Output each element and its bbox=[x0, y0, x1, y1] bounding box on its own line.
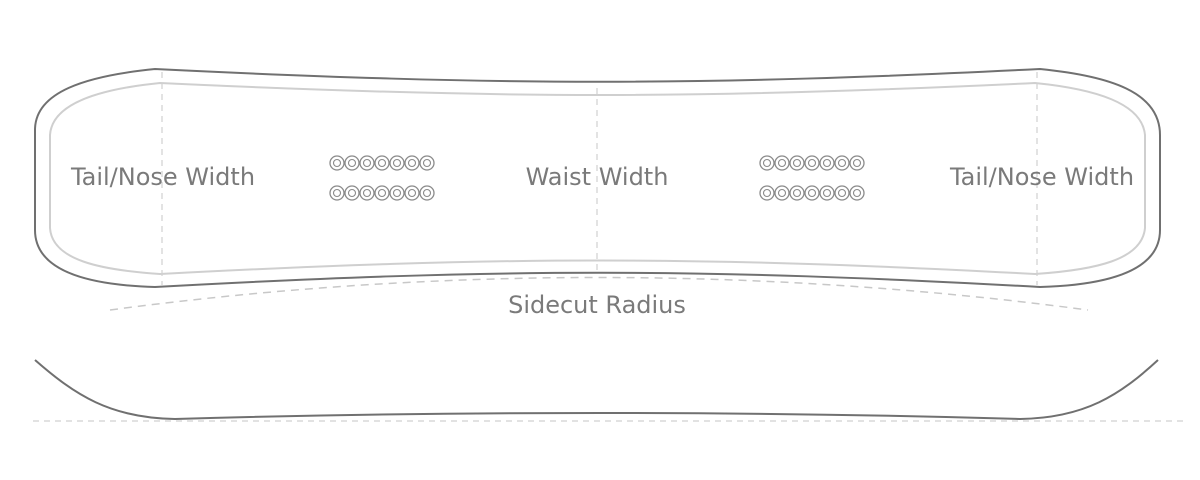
insert-hole-inner-left-r2-c6 bbox=[407, 188, 417, 198]
insert-hole-inner-right-r1-c7 bbox=[852, 158, 862, 168]
insert-hole-inner-right-r2-c7 bbox=[852, 188, 862, 198]
insert-hole-inner-left-r2-c7 bbox=[422, 188, 432, 198]
insert-hole-inner-right-r1-c3 bbox=[792, 158, 802, 168]
sidecut-radius-label: Sidecut Radius bbox=[508, 291, 686, 319]
insert-hole-right-r1-c4 bbox=[804, 155, 820, 171]
insert-hole-left-r2-c6 bbox=[404, 185, 420, 201]
insert-hole-right-r1-c3 bbox=[789, 155, 805, 171]
insert-hole-right-r1-c7 bbox=[849, 155, 865, 171]
insert-hole-inner-right-r2-c1 bbox=[762, 188, 772, 198]
insert-hole-inner-left-r1-c3 bbox=[362, 158, 372, 168]
insert-hole-inner-left-r2-c3 bbox=[362, 188, 372, 198]
insert-hole-inner-right-r2-c2 bbox=[777, 188, 787, 198]
insert-hole-left-r1-c2 bbox=[344, 155, 360, 171]
insert-hole-inner-right-r1-c6 bbox=[837, 158, 847, 168]
insert-hole-right-r2-c6 bbox=[834, 185, 850, 201]
insert-hole-right-r2-c2 bbox=[774, 185, 790, 201]
insert-hole-right-r1-c5 bbox=[819, 155, 835, 171]
insert-hole-inner-right-r1-c1 bbox=[762, 158, 772, 168]
insert-hole-left-r2-c1 bbox=[329, 185, 345, 201]
insert-hole-left-r2-c2 bbox=[344, 185, 360, 201]
waist-width-label: Waist Width bbox=[526, 163, 669, 191]
insert-hole-inner-right-r2-c4 bbox=[807, 188, 817, 198]
insert-hole-left-r2-c7 bbox=[419, 185, 435, 201]
insert-hole-inner-left-r1-c2 bbox=[347, 158, 357, 168]
insert-hole-inner-right-r2-c6 bbox=[837, 188, 847, 198]
insert-hole-right-r2-c3 bbox=[789, 185, 805, 201]
insert-hole-right-r2-c5 bbox=[819, 185, 835, 201]
insert-hole-inner-right-r1-c5 bbox=[822, 158, 832, 168]
insert-hole-right-r1-c1 bbox=[759, 155, 775, 171]
insert-hole-inner-left-r2-c5 bbox=[392, 188, 402, 198]
tail-nose-width-label-right: Tail/Nose Width bbox=[949, 163, 1134, 191]
board-top-inner-outline bbox=[49, 81, 1146, 276]
board-profile-outline bbox=[34, 359, 1159, 421]
insert-hole-left-r1-c3 bbox=[359, 155, 375, 171]
insert-hole-inner-left-r1-c1 bbox=[332, 158, 342, 168]
insert-hole-left-r2-c3 bbox=[359, 185, 375, 201]
insert-hole-right-r2-c7 bbox=[849, 185, 865, 201]
insert-hole-inner-left-r1-c6 bbox=[407, 158, 417, 168]
insert-hole-left-r1-c7 bbox=[419, 155, 435, 171]
insert-hole-inner-left-r1-c5 bbox=[392, 158, 402, 168]
insert-hole-inner-left-r2-c2 bbox=[347, 188, 357, 198]
insert-hole-inner-right-r2-c3 bbox=[792, 188, 802, 198]
insert-cluster-right bbox=[759, 155, 865, 201]
sidecut-radius-arc bbox=[109, 276, 1089, 311]
insert-hole-inner-right-r1-c2 bbox=[777, 158, 787, 168]
insert-hole-left-r1-c5 bbox=[389, 155, 405, 171]
insert-hole-inner-left-r2-c1 bbox=[332, 188, 342, 198]
insert-hole-right-r2-c4 bbox=[804, 185, 820, 201]
insert-hole-left-r1-c4 bbox=[374, 155, 390, 171]
insert-hole-left-r2-c4 bbox=[374, 185, 390, 201]
insert-hole-left-r1-c1 bbox=[329, 155, 345, 171]
insert-hole-inner-right-r1-c4 bbox=[807, 158, 817, 168]
tail-nose-width-label-left: Tail/Nose Width bbox=[70, 163, 255, 191]
insert-hole-right-r2-c1 bbox=[759, 185, 775, 201]
insert-hole-inner-left-r2-c4 bbox=[377, 188, 387, 198]
insert-hole-inner-left-r1-c4 bbox=[377, 158, 387, 168]
insert-hole-left-r2-c5 bbox=[389, 185, 405, 201]
insert-cluster-left bbox=[329, 155, 435, 201]
insert-hole-right-r1-c6 bbox=[834, 155, 850, 171]
insert-hole-inner-left-r1-c7 bbox=[422, 158, 432, 168]
board-top-outline bbox=[34, 67, 1161, 289]
insert-hole-left-r1-c6 bbox=[404, 155, 420, 171]
insert-hole-right-r1-c2 bbox=[774, 155, 790, 171]
insert-hole-inner-right-r2-c5 bbox=[822, 188, 832, 198]
